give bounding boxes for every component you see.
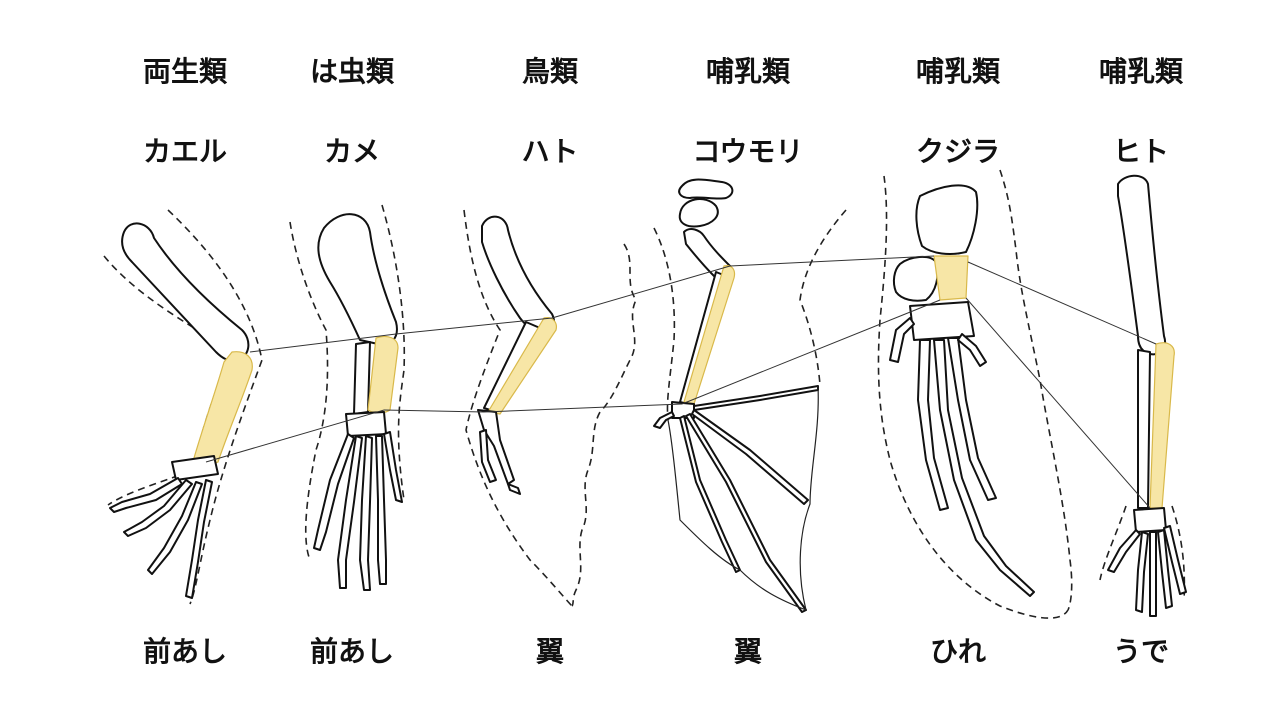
connector-upper-bat-to-whale <box>729 255 935 267</box>
connector-upper-pigeon-to-bat <box>551 265 731 319</box>
animal-label-pigeon: ハト <box>521 135 579 168</box>
pigeon-feather-edge <box>571 243 637 607</box>
human-thumb <box>1107 529 1141 573</box>
frog-digit-3 <box>147 481 203 575</box>
bat-body-outline-right <box>799 209 847 386</box>
whale-digit-2 <box>917 339 949 511</box>
limb-label-bat: 翼 <box>733 635 762 668</box>
turtle-digit-4 <box>375 435 387 585</box>
pigeon-wing <box>463 209 637 607</box>
class-label-mammal-whale: 哺乳類 <box>915 55 1000 88</box>
turtle-outline-right <box>381 204 406 501</box>
whale-digit-5 <box>957 333 987 367</box>
class-label-reptile: は虫類 <box>309 55 394 88</box>
pigeon-digit-2 <box>507 483 521 495</box>
bat-digit-4 <box>685 413 807 613</box>
bat-thumb <box>653 411 675 429</box>
pigeon-radius-highlight <box>487 317 557 415</box>
connector-upper-frog-to-turtle <box>249 333 397 353</box>
animal-label-turtle: カメ <box>323 135 380 168</box>
connector-lower-frog-to-turtle <box>205 409 385 463</box>
human-arm <box>1099 174 1187 617</box>
human-finger-3 <box>1149 531 1157 617</box>
bat-wing-membrane <box>667 385 819 611</box>
bat-shoulder-bone-2 <box>678 198 719 228</box>
connector-lower-pigeon-to-bat <box>483 403 683 413</box>
turtle-digit-2 <box>337 435 363 589</box>
animal-label-human: ヒト <box>1112 135 1169 168</box>
whale-digit-1 <box>889 317 915 363</box>
turtle-ulna <box>353 341 371 415</box>
turtle-digit-5 <box>383 431 403 503</box>
bat-digit-5 <box>679 415 741 573</box>
turtle-digit-1 <box>313 433 355 551</box>
human-ulna <box>1137 349 1151 509</box>
animal-label-frog: カエル <box>142 135 227 168</box>
class-label-bird: 鳥類 <box>521 55 578 88</box>
whale-digit-4 <box>947 337 997 501</box>
homology-connector-lines <box>205 255 1157 509</box>
human-humerus <box>1117 174 1166 356</box>
whale-flipper-outline-left <box>877 175 1069 619</box>
human-hand-outline <box>1099 505 1186 601</box>
limb-label-turtle: 前あし <box>309 635 394 668</box>
human-finger-5 <box>1163 525 1187 595</box>
human-finger-2 <box>1135 531 1149 613</box>
bat-shoulder-bone-1 <box>678 178 734 200</box>
frog-digit-2 <box>123 479 193 537</box>
whale-flipper-outline-right <box>999 169 1073 611</box>
frog-digit-4 <box>185 479 213 599</box>
frog-forelimb <box>103 209 263 605</box>
whale-radius-highlight <box>933 255 969 301</box>
frog-digit-1 <box>109 477 183 513</box>
class-label-mammal-human: 哺乳類 <box>1098 55 1183 88</box>
class-label-amphibian: 両生類 <box>142 55 227 88</box>
connector-upper-whale-to-human <box>967 261 1157 345</box>
turtle-humerus <box>317 213 398 346</box>
limb-label-human: うで <box>1112 635 1169 668</box>
human-carpals <box>1133 507 1167 533</box>
bat-body-outline-left <box>653 227 676 421</box>
limb-label-whale: ひれ <box>929 635 986 668</box>
bat-radius-highlight <box>683 265 736 405</box>
human-radius-highlight <box>1149 342 1175 509</box>
bat-digit-3 <box>691 409 809 505</box>
pigeon-wing-outline-left <box>463 209 573 607</box>
limb-label-pigeon: 翼 <box>535 635 564 668</box>
connector-upper-turtle-to-pigeon <box>395 317 553 335</box>
bat-wing <box>653 178 847 613</box>
frog-radioulna-highlight <box>193 351 253 465</box>
whale-digit-3 <box>933 339 1035 597</box>
frog-body-outline <box>103 255 234 506</box>
whale-humerus <box>892 256 939 302</box>
animal-label-bat: コウモリ <box>692 135 804 168</box>
bat-digit-2 <box>693 385 819 411</box>
whale-carpals <box>909 301 975 341</box>
turtle-outline-left <box>289 221 329 561</box>
connector-lower-whale-to-human <box>965 297 1151 509</box>
turtle-forelimb <box>289 204 406 591</box>
frog-body-outline-2 <box>167 209 263 605</box>
pigeon-digit <box>479 429 497 483</box>
pigeon-humerus <box>481 215 556 334</box>
connector-lower-bat-to-whale <box>681 299 941 405</box>
frog-carpals <box>171 455 219 481</box>
limb-label-frog: 前あし <box>142 635 227 668</box>
animal-label-whale: クジラ <box>915 135 1000 168</box>
turtle-digit-3 <box>359 435 373 591</box>
connector-lower-turtle-to-pigeon <box>383 409 485 413</box>
turtle-radius-highlight <box>367 335 399 414</box>
class-label-mammal-bat: 哺乳類 <box>705 55 790 88</box>
whale-flipper <box>877 169 1073 619</box>
whale-scapula <box>915 184 979 255</box>
